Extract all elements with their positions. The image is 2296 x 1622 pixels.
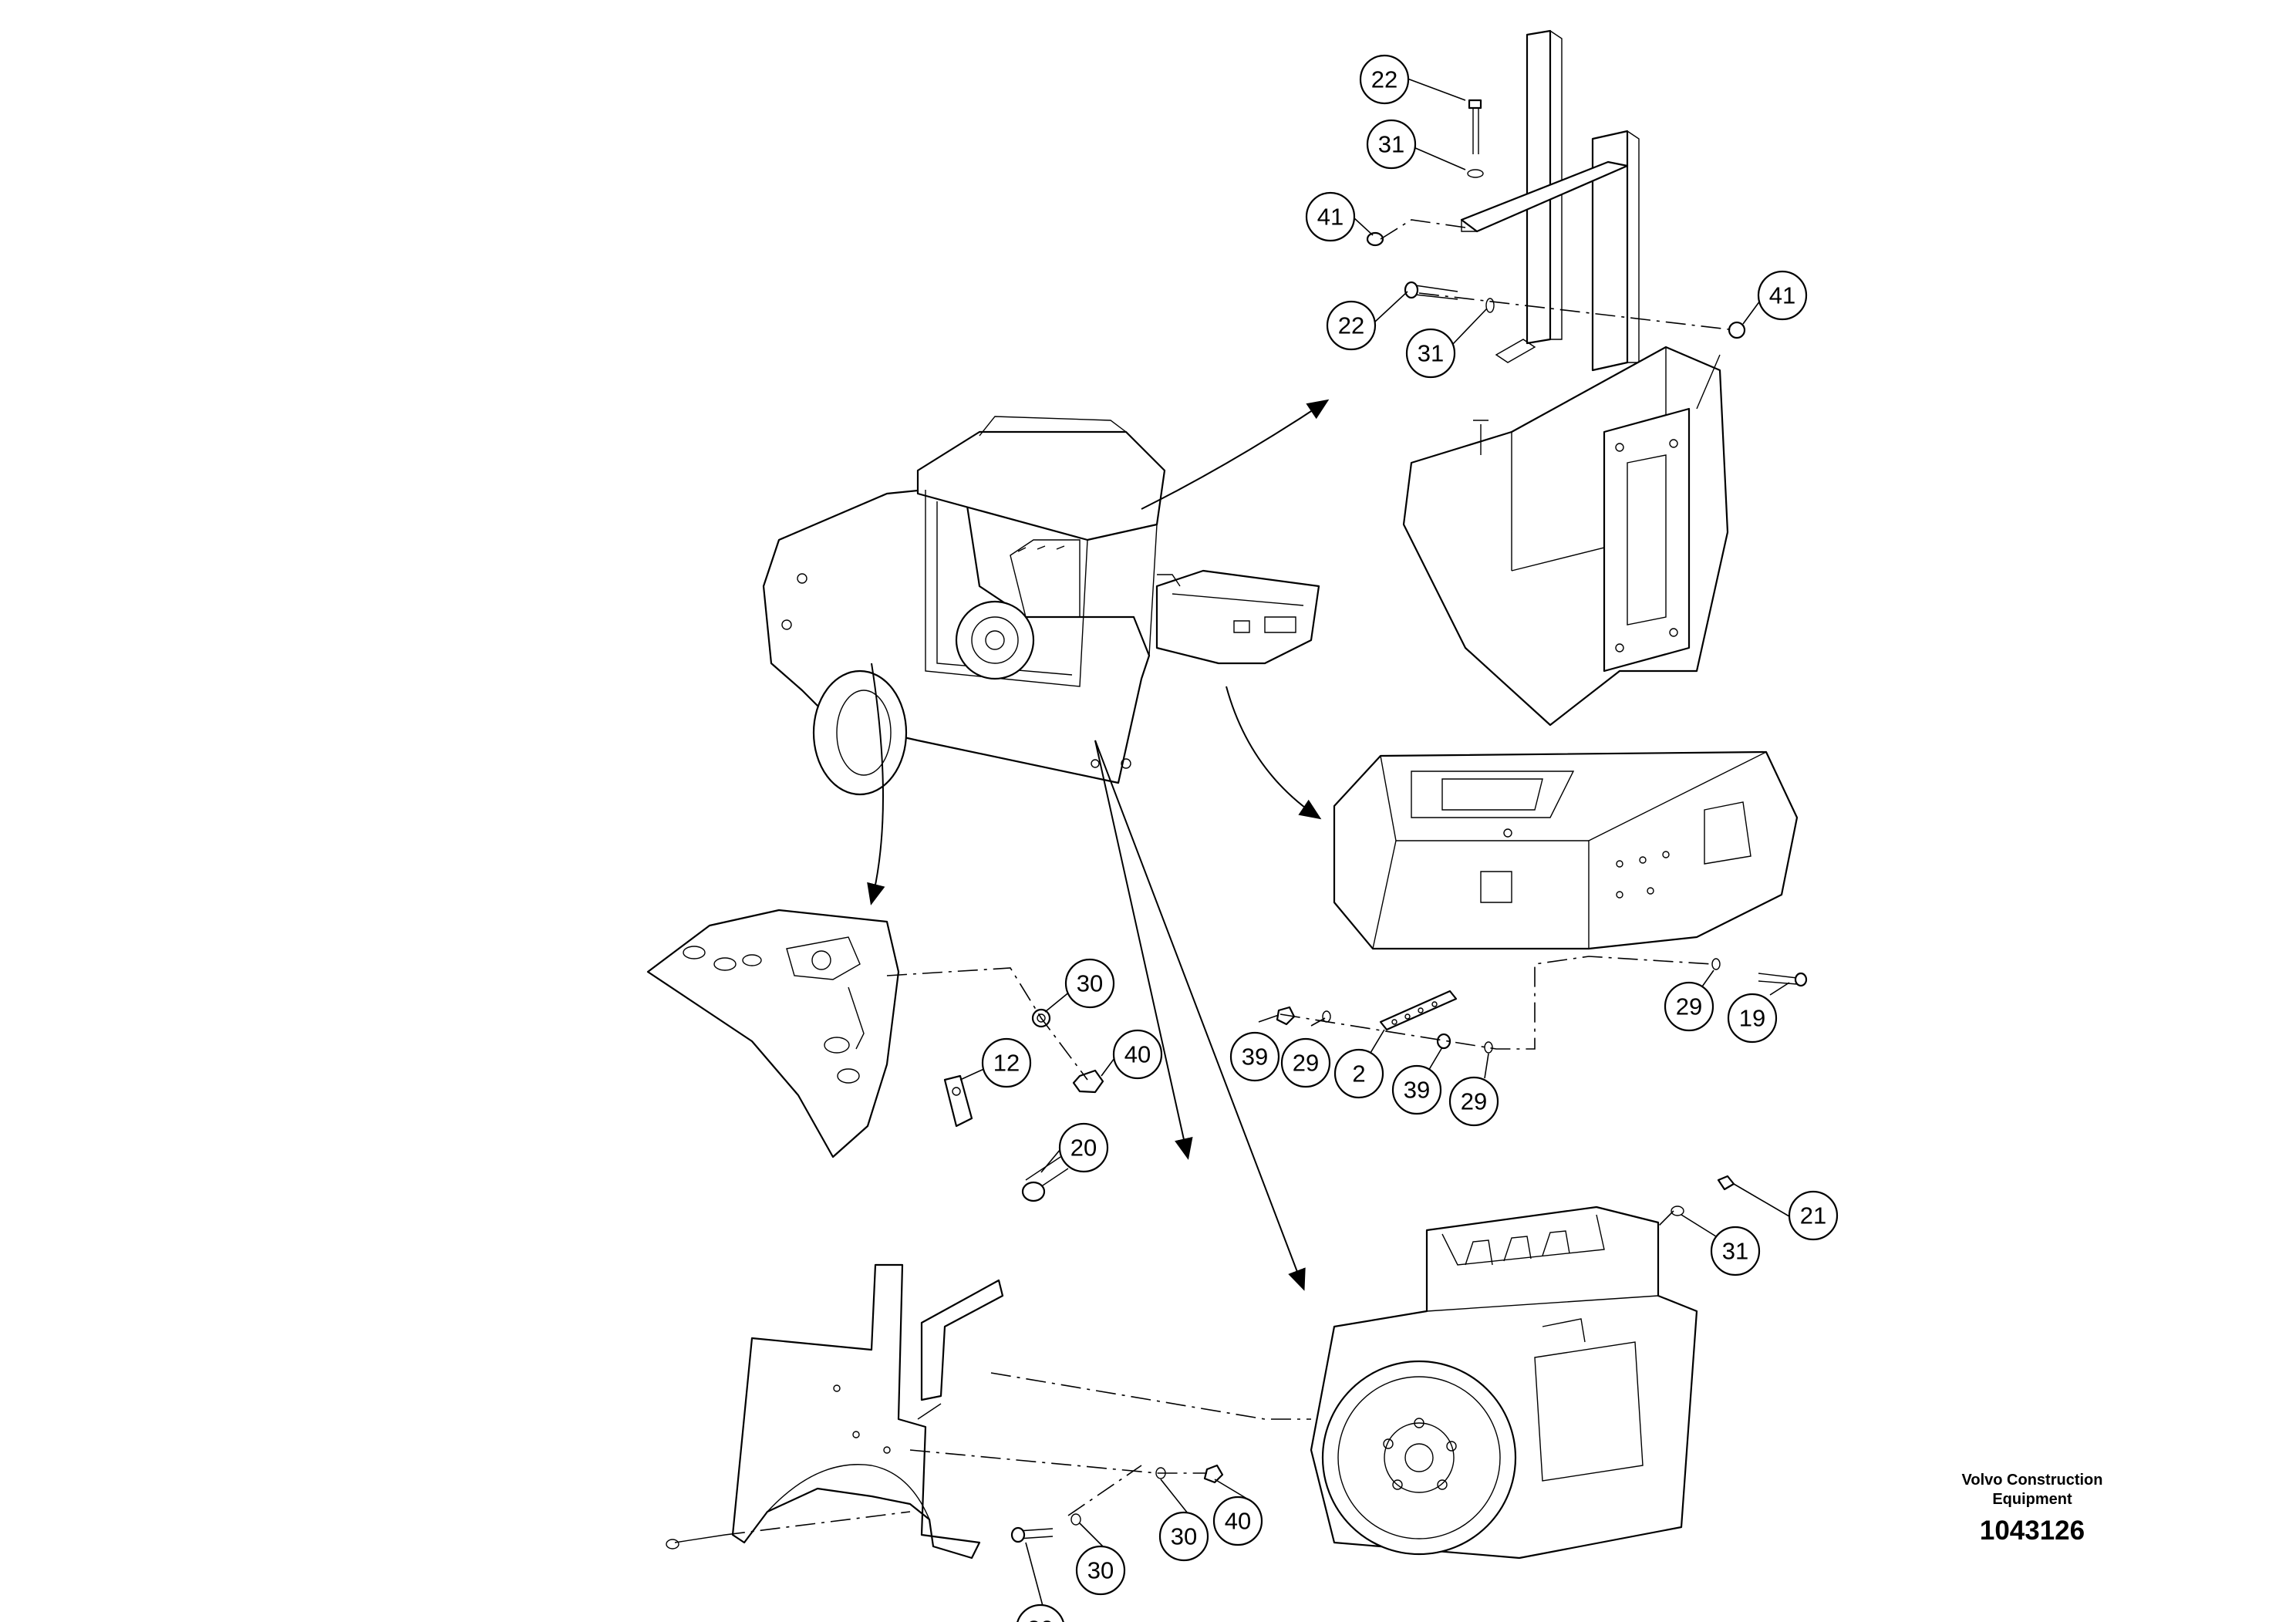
svg-text:29: 29 bbox=[1461, 1088, 1487, 1115]
callout-20-bottom: 20 bbox=[1017, 1603, 1064, 1622]
svg-text:21: 21 bbox=[1800, 1202, 1826, 1229]
svg-text:19: 19 bbox=[1739, 1005, 1765, 1032]
callout-21: 21 bbox=[1788, 1190, 1839, 1241]
callout-12: 12 bbox=[981, 1037, 1032, 1088]
callout-31-top: 31 bbox=[1366, 119, 1417, 170]
machine-frame-illustration bbox=[762, 416, 1320, 796]
side-plate-illustration bbox=[731, 1263, 1004, 1560]
callout-20-fender: 20 bbox=[1058, 1122, 1109, 1173]
callout-22-mid: 22 bbox=[1326, 300, 1377, 351]
engine-illustration bbox=[1310, 1206, 1698, 1560]
callout-19: 19 bbox=[1727, 993, 1778, 1044]
callout-40-bottom: 40 bbox=[1212, 1496, 1263, 1546]
callout-39-right: 39 bbox=[1391, 1064, 1442, 1115]
fender-detail-illustration bbox=[646, 909, 900, 1158]
callout-31-engine: 31 bbox=[1710, 1226, 1761, 1276]
svg-text:31: 31 bbox=[1418, 340, 1444, 367]
brand-name-line1: Volvo Construction bbox=[1961, 1472, 2103, 1489]
counterweight-illustration bbox=[1333, 750, 1799, 950]
callout-30-lower: 30 bbox=[1075, 1545, 1126, 1596]
drawing-number: 1043126 bbox=[1979, 1516, 2085, 1546]
callout-41-mid: 41 bbox=[1757, 270, 1808, 321]
brand-name: Volvo Construction Equipment bbox=[1905, 1471, 2159, 1509]
callout-31-mid: 31 bbox=[1405, 328, 1456, 379]
callout-29-tank: 29 bbox=[1664, 981, 1714, 1032]
callouts: 22 31 41 22 31 41 30 12 40 20 39 29 2 39… bbox=[981, 54, 1839, 1622]
brand-name-line2: Equipment bbox=[1992, 1491, 2072, 1508]
svg-text:39: 39 bbox=[1404, 1077, 1430, 1104]
svg-text:20: 20 bbox=[1027, 1616, 1054, 1622]
fasteners bbox=[666, 99, 1808, 1549]
assembly-lines bbox=[724, 219, 1736, 1536]
svg-text:39: 39 bbox=[1242, 1044, 1268, 1071]
svg-text:31: 31 bbox=[1378, 131, 1404, 158]
callout-39-left: 39 bbox=[1229, 1031, 1280, 1082]
svg-text:40: 40 bbox=[1225, 1508, 1251, 1535]
callout-2: 2 bbox=[1333, 1048, 1384, 1099]
svg-text:31: 31 bbox=[1722, 1238, 1748, 1265]
svg-text:22: 22 bbox=[1371, 66, 1397, 93]
callout-29-right: 29 bbox=[1448, 1076, 1499, 1127]
svg-text:30: 30 bbox=[1087, 1557, 1114, 1584]
svg-text:29: 29 bbox=[1676, 993, 1702, 1020]
svg-text:29: 29 bbox=[1293, 1050, 1319, 1077]
upright-bracket-illustration bbox=[1402, 29, 1729, 727]
svg-text:30: 30 bbox=[1171, 1523, 1197, 1550]
callout-29-left: 29 bbox=[1280, 1037, 1331, 1088]
callout-40-fender: 40 bbox=[1112, 1029, 1163, 1080]
callout-30-bottom: 30 bbox=[1158, 1511, 1209, 1562]
svg-text:2: 2 bbox=[1352, 1061, 1365, 1088]
svg-text:22: 22 bbox=[1338, 312, 1364, 339]
svg-text:41: 41 bbox=[1769, 282, 1795, 309]
svg-text:20: 20 bbox=[1070, 1135, 1097, 1162]
svg-text:40: 40 bbox=[1124, 1041, 1151, 1068]
svg-text:30: 30 bbox=[1077, 970, 1103, 997]
svg-text:12: 12 bbox=[993, 1050, 1020, 1077]
svg-text:41: 41 bbox=[1317, 204, 1344, 231]
callout-30-fender: 30 bbox=[1064, 958, 1115, 1009]
callout-41-top: 41 bbox=[1305, 191, 1356, 242]
flow-arrows bbox=[867, 399, 1330, 1291]
callout-22-top: 22 bbox=[1359, 54, 1410, 105]
